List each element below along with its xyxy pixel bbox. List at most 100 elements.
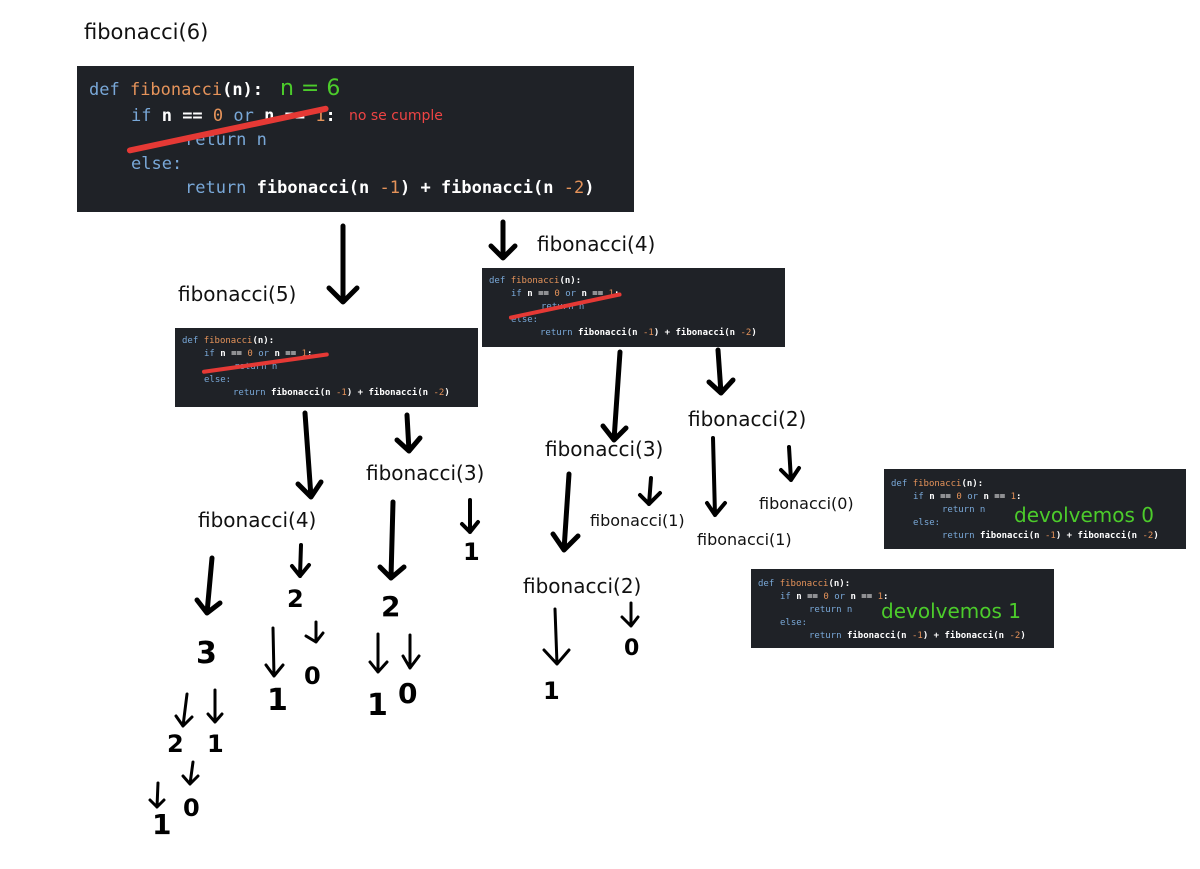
down-arrow-icon bbox=[550, 471, 581, 553]
down-arrow-icon bbox=[620, 601, 640, 628]
code-keyword: def bbox=[891, 479, 913, 489]
code-else: else: bbox=[511, 315, 539, 325]
code-number: -2 bbox=[1009, 631, 1021, 641]
code-number: -2 bbox=[740, 328, 752, 338]
code-condition: n == bbox=[581, 289, 609, 299]
down-arrow-icon bbox=[600, 349, 629, 443]
code-keyword: def bbox=[489, 276, 511, 286]
code-call: ) + fibonacci(n bbox=[922, 631, 1010, 641]
return-one-label: devolvemos 1 bbox=[881, 599, 1021, 623]
code-params: (n): bbox=[961, 479, 984, 489]
code-keyword: return bbox=[185, 178, 257, 198]
code-call: ) bbox=[1020, 631, 1026, 641]
code-call: fibonacci(n bbox=[577, 328, 643, 338]
code-condition: n == bbox=[274, 349, 302, 359]
down-arrow-icon bbox=[148, 781, 166, 809]
code-number: 1 bbox=[301, 349, 307, 359]
code-call: ) bbox=[444, 388, 450, 398]
code-keyword: return bbox=[942, 531, 980, 541]
handwritten-value: 1 bbox=[543, 677, 560, 705]
code-params: (n): bbox=[559, 276, 582, 286]
code-keyword: def bbox=[182, 336, 204, 346]
code-number: 1 bbox=[877, 592, 883, 602]
handwritten-value: 1 bbox=[463, 538, 480, 566]
code-else: else: bbox=[204, 375, 232, 385]
call-label-fibonacci-2-mid: fibonacci(2) bbox=[523, 574, 642, 598]
return-zero-label: devolvemos 0 bbox=[1014, 503, 1154, 527]
code-number: -2 bbox=[563, 178, 585, 198]
page-title: fibonacci(6) bbox=[84, 20, 209, 44]
down-arrow-icon bbox=[194, 555, 223, 616]
call-label-fibonacci-3-right: fibonacci(3) bbox=[545, 437, 664, 461]
code-condition: n == bbox=[527, 289, 555, 299]
code-number: 0 bbox=[823, 592, 829, 602]
handwritten-value: 1 bbox=[367, 688, 388, 723]
call-label-fibonacci-2-right: fibonacci(2) bbox=[688, 407, 807, 431]
handwritten-value: 2 bbox=[381, 590, 401, 623]
handwritten-value: 2 bbox=[167, 730, 184, 758]
down-arrow-icon bbox=[377, 499, 407, 581]
handwritten-value: 1 bbox=[152, 808, 172, 841]
call-label-fibonacci-1-mid: fibonacci(1) bbox=[590, 511, 685, 530]
down-arrow-icon bbox=[295, 410, 324, 500]
code-block-return-one: def fibonacci(n): if n == 0 or n == 1: r… bbox=[751, 569, 1054, 648]
code-colon: : bbox=[325, 106, 336, 126]
call-label-fibonacci-0: fibonacci(0) bbox=[759, 494, 854, 513]
down-arrow-icon bbox=[488, 219, 518, 261]
n-value-annotation: n = 6 bbox=[280, 76, 341, 101]
code-number: -1 bbox=[642, 328, 654, 338]
down-arrow-icon bbox=[326, 223, 360, 305]
code-condition: n == bbox=[220, 349, 248, 359]
down-arrow-icon bbox=[290, 543, 311, 578]
code-number: 1 bbox=[1010, 492, 1016, 502]
code-else: else: bbox=[780, 618, 808, 628]
code-number: -1 bbox=[379, 178, 400, 198]
down-arrow-icon bbox=[638, 476, 662, 506]
handwritten-value: 0 bbox=[398, 677, 418, 710]
code-keyword: def bbox=[89, 80, 130, 100]
condition-note: no se cumple bbox=[349, 108, 443, 124]
down-arrow-icon bbox=[706, 347, 736, 396]
code-keyword: if bbox=[511, 289, 528, 299]
code-condition: n == bbox=[850, 592, 878, 602]
code-else: else: bbox=[131, 154, 183, 174]
down-arrow-icon bbox=[705, 436, 727, 517]
code-condition: n == bbox=[161, 106, 213, 126]
code-call: fibonacci(n bbox=[270, 388, 336, 398]
down-arrow-icon bbox=[264, 626, 285, 678]
code-keyword: or bbox=[252, 349, 275, 359]
code-number: -1 bbox=[911, 631, 923, 641]
handwritten-value: 0 bbox=[624, 636, 640, 661]
handwritten-value: 0 bbox=[304, 662, 321, 690]
code-number: 0 bbox=[554, 289, 560, 299]
call-label-fibonacci-4-top: fibonacci(4) bbox=[537, 232, 656, 256]
code-number: -1 bbox=[335, 388, 347, 398]
code-params: (n): bbox=[252, 336, 275, 346]
code-colon: : bbox=[1015, 492, 1022, 502]
call-label-fibonacci-3-left: fibonacci(3) bbox=[366, 461, 485, 485]
code-keyword: if bbox=[204, 349, 221, 359]
code-call: ) bbox=[751, 328, 757, 338]
handwritten-value: 3 bbox=[196, 636, 217, 671]
code-number: -2 bbox=[433, 388, 445, 398]
code-number: -2 bbox=[1142, 531, 1154, 541]
down-arrow-icon bbox=[460, 498, 480, 534]
code-function-name: fibonacci bbox=[779, 579, 829, 589]
code-call: ) bbox=[584, 178, 595, 198]
call-label-fibonacci-5: fibonacci(5) bbox=[178, 282, 297, 306]
code-number: 0 bbox=[956, 492, 962, 502]
code-number: -1 bbox=[1044, 531, 1056, 541]
code-block-main: def fibonacci(n): if n == 0 or n == 1: r… bbox=[77, 66, 634, 212]
code-params: (n): bbox=[222, 80, 264, 100]
handwritten-value: 2 bbox=[287, 585, 304, 613]
handwritten-value: 1 bbox=[207, 730, 224, 758]
code-function-name: fibonacci bbox=[510, 276, 560, 286]
down-arrow-icon bbox=[174, 692, 194, 728]
code-condition: n == bbox=[796, 592, 824, 602]
down-arrow-icon bbox=[181, 760, 200, 786]
code-function-name: fibonacci bbox=[203, 336, 253, 346]
handwritten-value: 1 bbox=[267, 683, 288, 718]
down-arrow-icon bbox=[206, 688, 224, 724]
code-condition: n == bbox=[929, 492, 957, 502]
